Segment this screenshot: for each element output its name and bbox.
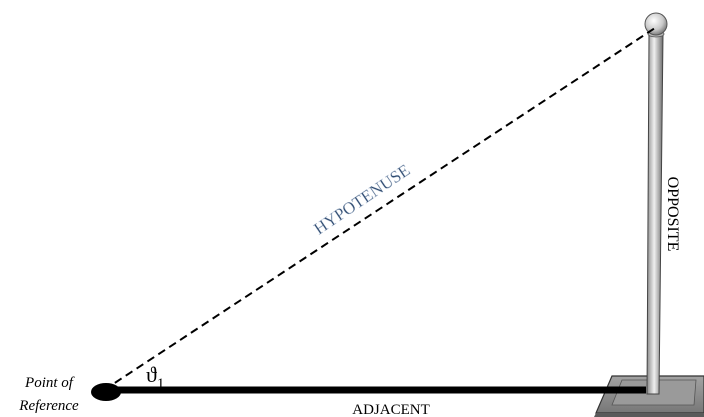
- pole: [646, 30, 665, 395]
- pole-top-knob: [644, 12, 668, 36]
- adjacent-label: ADJACENT: [352, 402, 430, 417]
- reference-label-line2: Reference: [18, 398, 79, 414]
- hypotenuse-label: HYPOTENUSE: [310, 160, 413, 238]
- angle-symbol: ϑ: [146, 362, 157, 387]
- hypotenuse-line: [103, 27, 656, 391]
- opposite-label: OPPOSITE: [664, 177, 681, 252]
- angle-label: ϑ1: [146, 362, 164, 392]
- reference-label-line1: Point of: [24, 375, 75, 391]
- reference-point: [91, 383, 121, 401]
- angle-subscript: 1: [157, 376, 165, 392]
